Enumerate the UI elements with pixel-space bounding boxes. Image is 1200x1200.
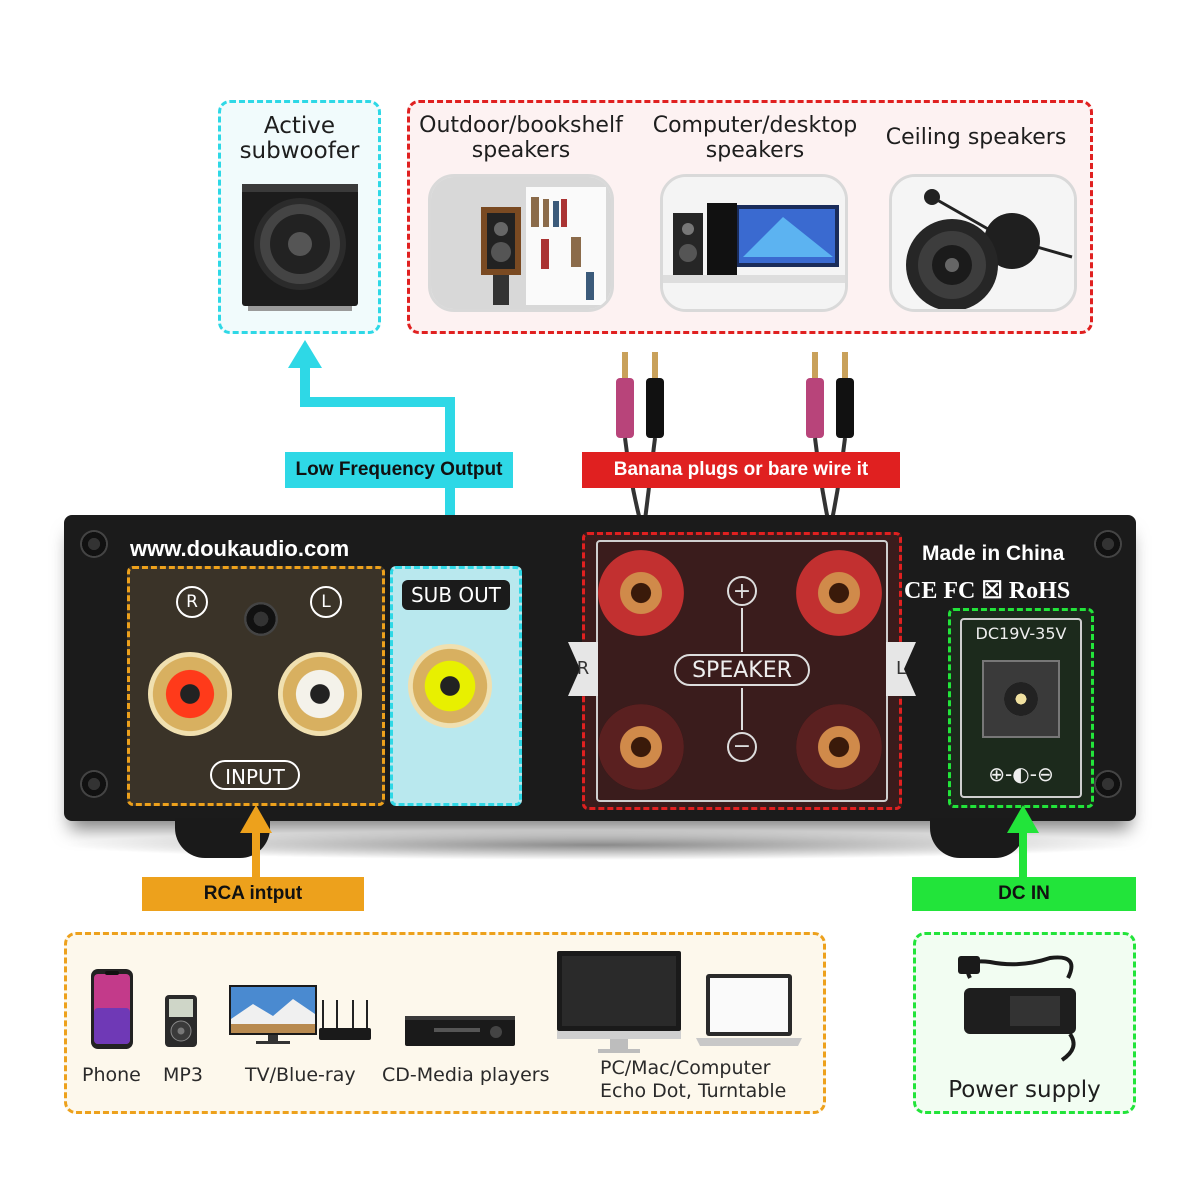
speaker-r-positive-terminal[interactable] (598, 550, 684, 636)
banana-plugs-image (616, 352, 854, 520)
rca-input-label: RCA intput (142, 877, 364, 911)
source-label-mp3: MP3 (163, 1064, 203, 1086)
speaker-plus-symbol: + (727, 576, 757, 606)
dc-rating-label: DC19V-35V (975, 624, 1067, 643)
sub-out-label: SUB OUT (402, 580, 510, 610)
speaker-l-positive-terminal[interactable] (796, 550, 882, 636)
speaker-label: SPEAKER (674, 654, 810, 686)
dc-in-arrow (1007, 805, 1039, 885)
source-label-cd: CD-Media players (382, 1064, 550, 1086)
input-label: INPUT (210, 760, 300, 790)
speaker-l-negative-terminal[interactable] (796, 704, 882, 790)
dc-polarity-symbol: ⊕-◐-⊖ (988, 762, 1054, 786)
source-label-pc-line2: Echo Dot, Turntable (600, 1080, 787, 1102)
speaker-center-line-bottom (741, 688, 743, 730)
subwoofer-image (242, 184, 358, 311)
desktop-speaker-image (660, 174, 848, 312)
panel-screw-bl (80, 770, 108, 798)
phone-image (91, 969, 133, 1049)
input-r-marker: R (176, 586, 208, 618)
certifications-text: CE FC ☒ RoHS (904, 578, 1071, 604)
dc-inner-frame (960, 618, 1082, 798)
laptop-image (696, 974, 802, 1046)
website-text: www.doukaudio.com (130, 536, 350, 561)
bookshelf-speaker-image (428, 174, 614, 312)
rca-right-jack[interactable] (148, 652, 232, 736)
power-supply-label: Power supply (948, 1077, 1101, 1103)
dc-jack-pin (1004, 682, 1038, 716)
panel-screw-tr (1094, 530, 1122, 558)
router-image (319, 1000, 371, 1040)
speaker-r-negative-terminal[interactable] (598, 704, 684, 790)
foot-right (930, 818, 1025, 858)
speaker-type-2-line2: speakers (705, 138, 805, 163)
dc-in-label: DC IN (912, 877, 1136, 911)
speaker-type-1-line1: Outdoor/bookshelf (419, 113, 623, 138)
monitor-image (557, 951, 681, 1053)
input-screw (244, 602, 278, 636)
made-in-china-text: Made in China (922, 542, 1065, 565)
rca-left-jack[interactable] (278, 652, 362, 736)
low-frequency-output-label: Low Frequency Output (285, 452, 513, 488)
subwoofer-title-line2: subwoofer (239, 138, 360, 164)
ceiling-speaker-image (889, 174, 1077, 312)
subwoofer-title-line1: Active (263, 113, 336, 139)
dc-jack[interactable] (982, 660, 1060, 738)
cd-player-image (405, 1016, 515, 1046)
source-label-tv: TV/Blue-ray (245, 1064, 356, 1086)
speaker-type-1-line2: speakers (471, 138, 571, 163)
panel-screw-tl (80, 530, 108, 558)
source-label-pc-line1: PC/Mac/Computer (600, 1057, 771, 1079)
panel-screw-br (1094, 770, 1122, 798)
banana-plugs-label: Banana plugs or bare wire it (582, 452, 900, 488)
mp3-image (165, 995, 197, 1047)
power-adapter-image (958, 955, 1076, 1062)
tv-image (229, 985, 317, 1044)
speaker-type-2-line1: Computer/desktop (652, 113, 858, 138)
rca-input-arrow (240, 805, 272, 885)
source-label-phone: Phone (82, 1064, 141, 1086)
sub-out-rca-jack[interactable] (408, 644, 492, 728)
input-l-marker: L (310, 586, 342, 618)
speaker-minus-symbol: − (727, 732, 757, 762)
speaker-center-line-top (741, 608, 743, 652)
speaker-type-3-line1: Ceiling speakers (885, 125, 1067, 150)
